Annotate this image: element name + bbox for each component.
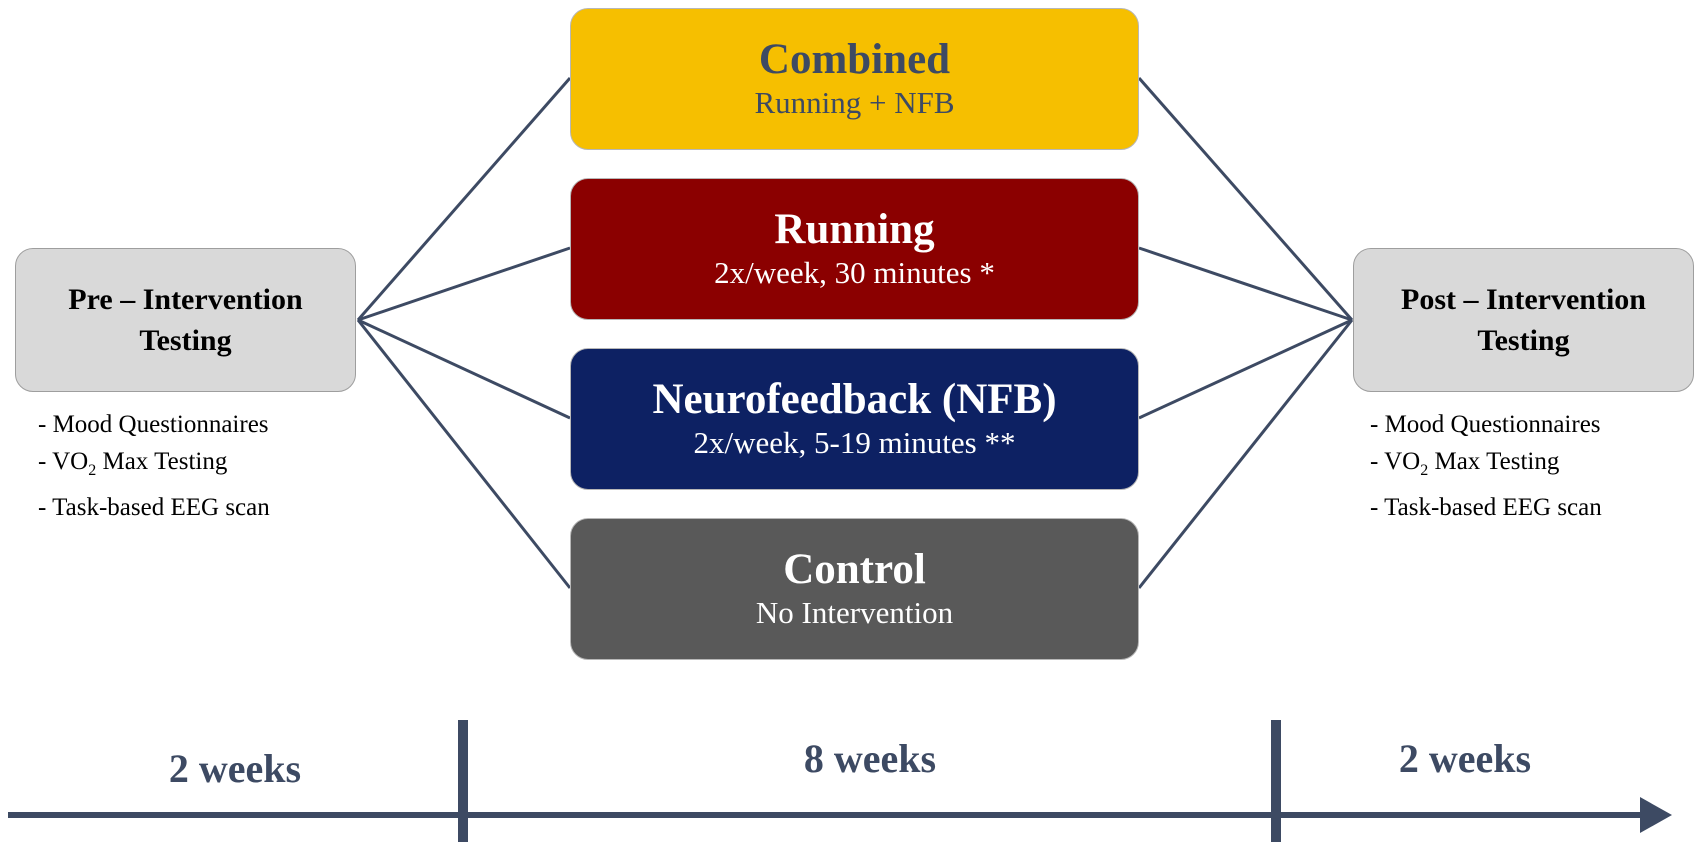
phase-label-intervention: 8 weeks bbox=[803, 736, 937, 781]
post-measure-mood: - Mood Questionnaires bbox=[1370, 411, 1601, 438]
pre-intervention-title-line2: Testing bbox=[139, 324, 232, 357]
group-neurofeedback-title: Neurofeedback (NFB) bbox=[652, 376, 1057, 423]
group-neurofeedback-box: Neurofeedback (NFB) 2x/week, 5-19 minute… bbox=[570, 348, 1139, 490]
connector-running-post bbox=[1138, 246, 1353, 322]
connector-pre-nfb bbox=[357, 318, 571, 420]
group-combined-subtitle: Running + NFB bbox=[754, 85, 955, 120]
connector-control-post bbox=[1137, 319, 1354, 589]
pre-measure-eeg: - Task-based EEG scan bbox=[38, 494, 270, 521]
post-intervention-measures: - Mood Questionnaires - VO2 Max Testing … bbox=[1370, 406, 1602, 526]
group-control-title: Control bbox=[783, 546, 926, 593]
connector-combined-post bbox=[1137, 77, 1354, 321]
post-intervention-title-line1: Post – Intervention bbox=[1401, 283, 1646, 316]
connector-pre-control bbox=[356, 319, 572, 589]
group-control-subtitle: No Intervention bbox=[755, 595, 954, 630]
phase-label-post: 2 weeks bbox=[1398, 736, 1532, 781]
post-measure-vo2: - VO2 Max Testing bbox=[1370, 448, 1560, 479]
group-control-box: Control No Intervention bbox=[570, 518, 1139, 660]
pre-measure-mood: - Mood Questionnaires bbox=[38, 411, 269, 438]
group-running-box: Running 2x/week, 30 minutes * bbox=[570, 178, 1139, 320]
connector-pre-combined bbox=[356, 77, 572, 321]
pre-intervention-box: Pre – Intervention Testing bbox=[15, 248, 356, 392]
group-running-title: Running bbox=[774, 206, 935, 253]
pre-measure-vo2: - VO2 Max Testing bbox=[38, 448, 228, 479]
group-combined-box: Combined Running + NFB bbox=[570, 8, 1139, 150]
post-measure-eeg: - Task-based EEG scan bbox=[1370, 494, 1602, 521]
post-intervention-title-line2: Testing bbox=[1477, 324, 1570, 357]
post-intervention-box: Post – Intervention Testing bbox=[1353, 248, 1694, 392]
group-combined-title: Combined bbox=[758, 36, 951, 83]
group-neurofeedback-subtitle: 2x/week, 5-19 minutes ** bbox=[693, 425, 1016, 460]
connector-pre-running bbox=[357, 246, 571, 322]
phase-label-pre: 2 weeks bbox=[168, 746, 302, 791]
connector-nfb-post bbox=[1138, 318, 1353, 420]
pre-intervention-measures: - Mood Questionnaires - VO2 Max Testing … bbox=[38, 406, 270, 526]
group-running-subtitle: 2x/week, 30 minutes * bbox=[714, 255, 995, 290]
pre-intervention-title-line1: Pre – Intervention bbox=[68, 283, 303, 316]
